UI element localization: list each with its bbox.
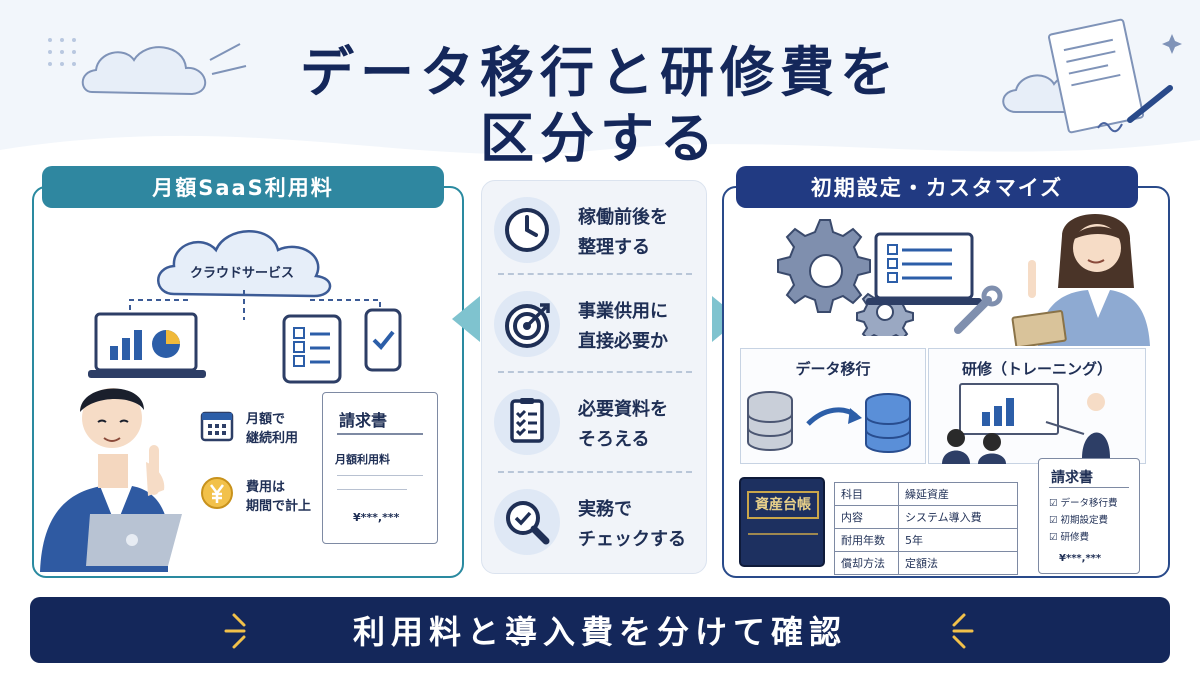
checkpoint-line1: 実務で xyxy=(578,499,632,520)
table-cell: 定額法 xyxy=(898,551,1018,575)
summary-banner: 利用料と導入費を分けて確認 xyxy=(30,597,1170,663)
checkpoint-line2: チェックする xyxy=(578,529,686,550)
cloud-decoration-left xyxy=(81,46,207,96)
page-title-line1: データ移行と研修費を xyxy=(300,41,900,104)
calendar-icon xyxy=(200,411,234,442)
right-invoice-title: 請求書 xyxy=(1051,470,1093,486)
table-row: 耐用年数 5年 xyxy=(834,528,1018,552)
invoice-item-label: データ移行費 xyxy=(1060,498,1118,509)
left-invoice-title: 請求書 xyxy=(339,411,388,430)
businesswoman-illustration xyxy=(1011,213,1150,346)
right-invoice-items: ☑ データ移行費 ☑ 初期設定費 ☑ 研修費 xyxy=(1049,495,1118,546)
database-migration-icon xyxy=(747,391,911,453)
checkpoint-text: 稼働前後を 整理する xyxy=(578,203,704,263)
checkpoint-item: 実務で チェックする xyxy=(482,479,708,571)
summary-banner-text: 利用料と導入費を分けて確認 xyxy=(352,613,847,651)
left-invoice-item: 月額利用料 xyxy=(335,453,390,466)
left-invoice-document: 請求書 月額利用料 ¥***,*** xyxy=(322,392,438,544)
expense-note-line1: 費用は xyxy=(246,480,286,495)
invoice-item: ☑ データ移行費 xyxy=(1049,498,1118,509)
monthly-note-line1: 月額で xyxy=(246,412,286,427)
asset-table: 科目 繰延資産 内容 システム導入費 耐用年数 5年 償却方法 定額法 xyxy=(834,482,1018,575)
checkpoint-item: 必要資料を そろえる xyxy=(482,379,708,471)
magnifier-check-icon xyxy=(494,489,560,555)
divider xyxy=(498,371,692,373)
table-cell: 償却方法 xyxy=(834,551,899,575)
asset-ledger-book-icon xyxy=(739,477,825,567)
checkpoint-line1: 事業供用に xyxy=(578,301,668,322)
checkpoint-text: 必要資料を そろえる xyxy=(578,395,704,455)
cloud-service-icon xyxy=(157,230,332,298)
table-cell: 内容 xyxy=(834,505,899,529)
saas-fee-header: 月額SaaS利用料 xyxy=(42,166,444,208)
training-presentation-icon xyxy=(942,383,1110,464)
checkpoint-line2: 整理する xyxy=(578,237,650,258)
clock-icon xyxy=(494,197,560,263)
monthly-note-line2: 継続利用 xyxy=(246,431,299,446)
smartphone-check-icon xyxy=(364,308,402,372)
expense-note-line2: 期間で計上 xyxy=(246,499,312,514)
arrow-left-icon xyxy=(452,296,480,342)
table-cell: 5年 xyxy=(898,528,1018,552)
left-invoice-amount: ¥***,*** xyxy=(353,511,400,524)
invoice-item-label: 研修費 xyxy=(1060,532,1090,543)
initial-setup-header: 初期設定・カスタマイズ xyxy=(736,166,1138,208)
right-invoice-document: 請求書 ☑ データ移行費 ☑ 初期設定費 ☑ 研修費 ¥***,*** xyxy=(1038,458,1140,574)
checkpoint-item: 稼働前後を 整理する xyxy=(482,187,708,279)
checkpoint-item: 事業供用に 直接必要か xyxy=(482,281,708,373)
laptop-dashboard-icon xyxy=(88,312,206,378)
table-row: 内容 システム導入費 xyxy=(834,505,1018,529)
checkpoint-line1: 必要資料を xyxy=(578,399,668,420)
table-cell: システム導入費 xyxy=(898,505,1018,529)
table-cell: 繰延資産 xyxy=(898,482,1018,506)
divider xyxy=(498,471,692,473)
page-title-line2: 区分する xyxy=(480,107,720,170)
cloud-connection-lines xyxy=(129,290,381,320)
checkpoint-column: 稼働前後を 整理する 事業供用に 直接必要か xyxy=(481,180,707,574)
expense-note: 費用は 期間で計上 xyxy=(246,478,311,516)
table-cell: 耐用年数 xyxy=(834,528,899,552)
checkpoint-text: 実務で チェックする xyxy=(578,495,704,555)
checklist-icon xyxy=(494,389,560,455)
table-cell: 科目 xyxy=(834,482,899,506)
monthly-note: 月額で 継続利用 xyxy=(246,410,298,448)
invoice-item: ☑ 研修費 xyxy=(1049,532,1090,543)
divider xyxy=(498,273,692,275)
sparkle-right-icon xyxy=(952,613,974,649)
invoice-item-label: 初期設定費 xyxy=(1060,515,1109,526)
cloud-service-label: クラウドサービス xyxy=(189,266,294,281)
right-invoice-amount: ¥***,*** xyxy=(1059,553,1102,564)
training-label: 研修（トレーニング） xyxy=(961,360,1112,378)
checkpoint-text: 事業供用に 直接必要か xyxy=(578,297,704,357)
checkpoint-line1: 稼働前後を xyxy=(578,207,668,228)
tablet-checklist-icon xyxy=(282,314,342,384)
checkpoint-line2: そろえる xyxy=(578,429,650,450)
businessman-illustration xyxy=(40,388,182,572)
table-row: 科目 繰延資産 xyxy=(834,482,1018,506)
data-migration-label: データ移行 xyxy=(795,360,871,378)
yen-coin-icon xyxy=(201,477,233,509)
checkpoint-line2: 直接必要か xyxy=(578,331,668,352)
gears-monitor-icon xyxy=(777,219,1003,336)
table-row: 償却方法 定額法 xyxy=(834,551,1018,575)
contract-document-decoration xyxy=(1047,18,1173,134)
target-icon xyxy=(494,291,560,357)
sparkle-left-icon xyxy=(224,613,246,649)
invoice-item: ☑ 初期設定費 xyxy=(1049,515,1109,526)
asset-ledger-label: 資産台帳 xyxy=(755,497,811,513)
